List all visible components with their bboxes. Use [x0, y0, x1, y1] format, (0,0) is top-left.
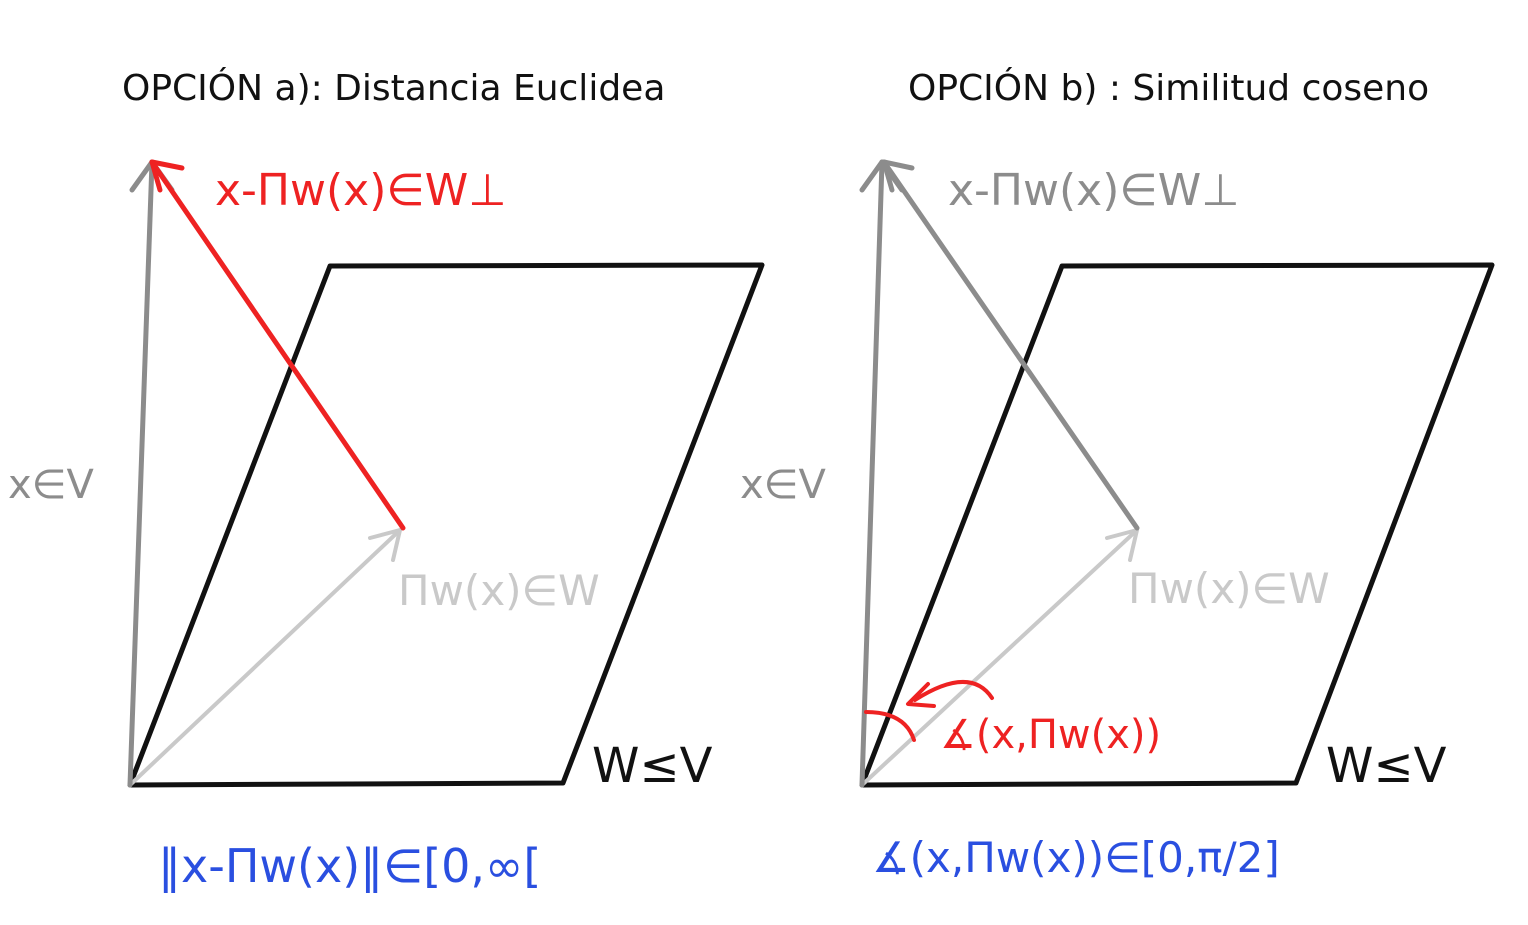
- panel-a-projection-label: Πw(x)∈W: [398, 566, 600, 615]
- panel-a-subspace-plane: [127, 262, 765, 788]
- panel-b-subspace-plane: [859, 262, 1495, 788]
- panel-b-angle-arc: [864, 680, 994, 742]
- panel-a-subspace-label: W≤V: [592, 738, 713, 794]
- panel-a: OPCIÓN a): Distancia Euclidea x∈V x-Πw(x…: [8, 67, 765, 894]
- panel-a-residual-label: x-Πw(x)∈W⊥: [215, 165, 507, 216]
- panel-b-angle-label: ∡(x,Πw(x)): [940, 712, 1161, 758]
- panel-a-result-label: ‖x-Πw(x)‖∈[0,∞[: [158, 839, 541, 894]
- panel-a-x-label: x∈V: [8, 462, 95, 508]
- panel-b-result-label: ∡(x,Πw(x))∈[0,π/2]: [872, 833, 1280, 882]
- panel-a-projection-vector: [128, 528, 402, 787]
- panel-b-residual-label: x-Πw(x)∈W⊥: [948, 165, 1240, 216]
- panel-b-subspace-label: W≤V: [1326, 738, 1447, 794]
- panel-b-title: OPCIÓN b) : Similitud coseno: [908, 67, 1429, 109]
- panel-b-residual-vector: [881, 159, 1140, 531]
- panel-b: OPCIÓN b) : Similitud coseno x∈V x-Πw(x)…: [740, 67, 1495, 882]
- panel-a-residual-vector: [149, 159, 406, 531]
- panel-b-x-label: x∈V: [740, 462, 827, 508]
- panel-a-title: OPCIÓN a): Distancia Euclidea: [122, 67, 665, 109]
- panel-b-projection-label: Πw(x)∈W: [1128, 564, 1330, 613]
